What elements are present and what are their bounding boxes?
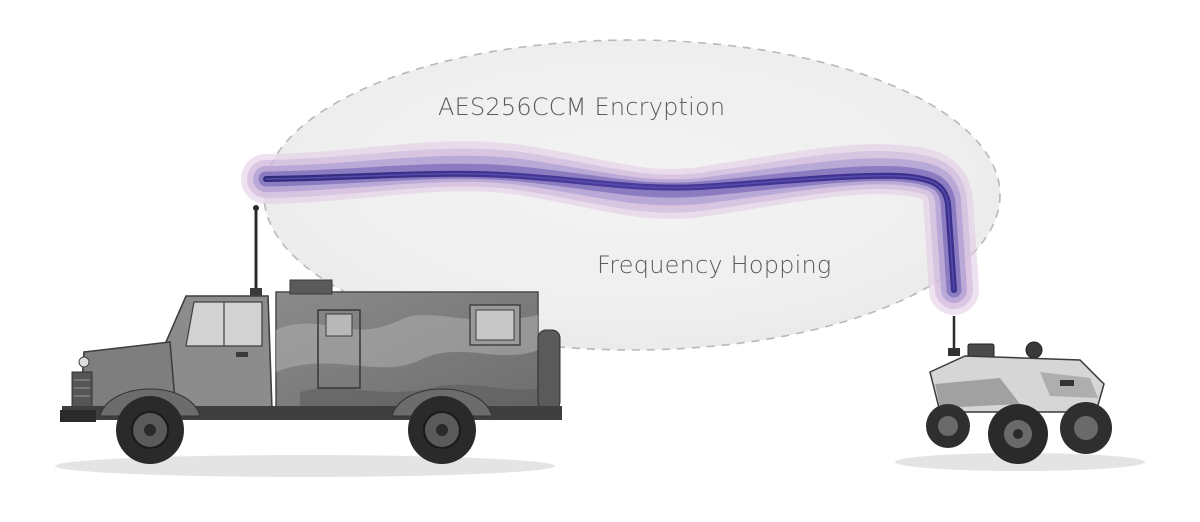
ugv-wheel-front-right bbox=[1060, 402, 1112, 454]
ugv-wheel-rear-left bbox=[926, 404, 970, 448]
truck-front-wheel bbox=[116, 396, 184, 464]
radio-link-signal bbox=[241, 141, 979, 315]
encryption-label: AES256CCM Encryption bbox=[438, 93, 726, 121]
truck-rear-wheel bbox=[408, 396, 476, 464]
unmanned-ground-vehicle-icon bbox=[926, 316, 1112, 464]
frequency-hopping-label: Frequency Hopping bbox=[597, 251, 832, 279]
truck-shadow bbox=[55, 455, 555, 477]
military-truck-icon bbox=[60, 205, 562, 464]
ugv-wheel-front-left bbox=[988, 404, 1048, 464]
